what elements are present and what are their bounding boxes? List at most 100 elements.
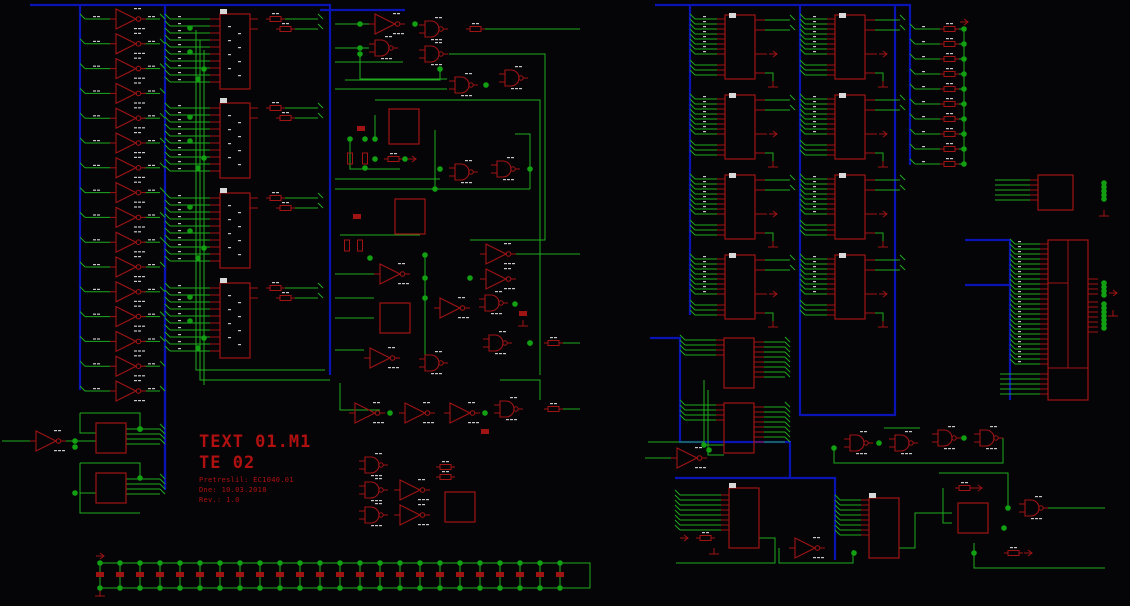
net-label [178, 251, 181, 253]
ground-icon [768, 321, 778, 328]
net-label [703, 276, 706, 278]
net-label [371, 500, 374, 502]
net-label [138, 305, 141, 307]
junction-dot [137, 426, 143, 432]
bus-entry [674, 514, 681, 521]
wire [339, 383, 380, 411]
net-label [515, 88, 518, 90]
bus-entry [159, 261, 166, 268]
inverter-symbol [115, 305, 138, 328]
bus-entry [679, 409, 686, 416]
net-label [228, 54, 231, 56]
net-label [508, 268, 511, 270]
bus-entry [159, 478, 166, 485]
bus-entry [1009, 338, 1016, 345]
inverter-bubble [135, 115, 142, 121]
bus-entry [689, 203, 696, 210]
bus-entry [1009, 353, 1016, 360]
net-label [446, 471, 449, 473]
ref-designator [729, 173, 736, 178]
bus-entry [79, 63, 86, 69]
bus-entry [317, 292, 324, 299]
ground-icon [95, 590, 105, 597]
register-B3 [219, 102, 251, 179]
net-label [703, 36, 706, 38]
wire [875, 152, 884, 161]
net-label [238, 164, 241, 166]
bus-entry [679, 349, 686, 356]
bus-entry [164, 206, 171, 213]
net-label [178, 30, 181, 32]
bus-entry [689, 18, 696, 25]
net-label [1018, 296, 1021, 298]
junction-dot [237, 585, 243, 591]
junction-dot [457, 585, 463, 591]
net-label [97, 363, 100, 365]
net-label [439, 39, 442, 41]
junction-dot [297, 585, 303, 591]
net-label [950, 83, 953, 85]
net-label [134, 52, 137, 54]
net-label [134, 300, 137, 302]
net-label [1018, 241, 1021, 243]
junction-dot [417, 585, 423, 591]
junction-dot [337, 560, 343, 566]
net-label [909, 453, 912, 455]
net-label [813, 51, 816, 53]
net-label [495, 313, 498, 315]
capacitor-symbol [376, 572, 384, 577]
net-label [282, 112, 285, 114]
net-label [512, 263, 515, 265]
net-label [385, 58, 388, 60]
net-label [178, 299, 181, 301]
net-label [138, 325, 141, 327]
net-label [148, 313, 151, 315]
net-label [922, 131, 925, 133]
net-label [393, 13, 396, 15]
net-label [93, 140, 96, 142]
net-label [703, 256, 706, 258]
net-label [238, 240, 241, 242]
bus-entry [1009, 258, 1016, 265]
bus-entry [317, 23, 324, 30]
port-arrow-icon [960, 18, 969, 26]
net-label [1018, 361, 1021, 363]
junction-dot [1101, 196, 1107, 202]
bus-entry [79, 311, 86, 317]
net-label [946, 143, 949, 145]
net-label [510, 397, 513, 399]
net-label [813, 271, 816, 273]
net-label [703, 266, 706, 268]
net-label [499, 291, 502, 293]
net-label [178, 58, 181, 60]
net-label [499, 313, 502, 315]
bus-entry [159, 88, 166, 94]
bus-entry [79, 162, 86, 169]
ground-icon [518, 320, 528, 327]
net-label [435, 351, 438, 353]
capacitor-symbol [496, 572, 504, 577]
bus-entry [679, 414, 686, 421]
resistor-symbol [279, 295, 292, 301]
net-label [1018, 281, 1021, 283]
inverter-bubble [459, 305, 466, 311]
net-label [550, 337, 553, 339]
resistor-symbol [269, 195, 282, 201]
net-label [228, 26, 231, 28]
bus-entry [79, 187, 86, 193]
junction-dot [437, 585, 443, 591]
net-label [152, 313, 155, 315]
bus-entry [164, 137, 171, 144]
net-label [703, 206, 706, 208]
net-label [986, 448, 989, 450]
bus-entry [799, 128, 806, 135]
bus-entry [159, 423, 166, 430]
net-label [178, 348, 181, 350]
ground-icon [768, 161, 778, 168]
net-label [431, 39, 434, 41]
net-label [813, 101, 816, 103]
net-label [178, 334, 181, 336]
net-label [152, 214, 155, 216]
register-B1 [219, 282, 251, 359]
